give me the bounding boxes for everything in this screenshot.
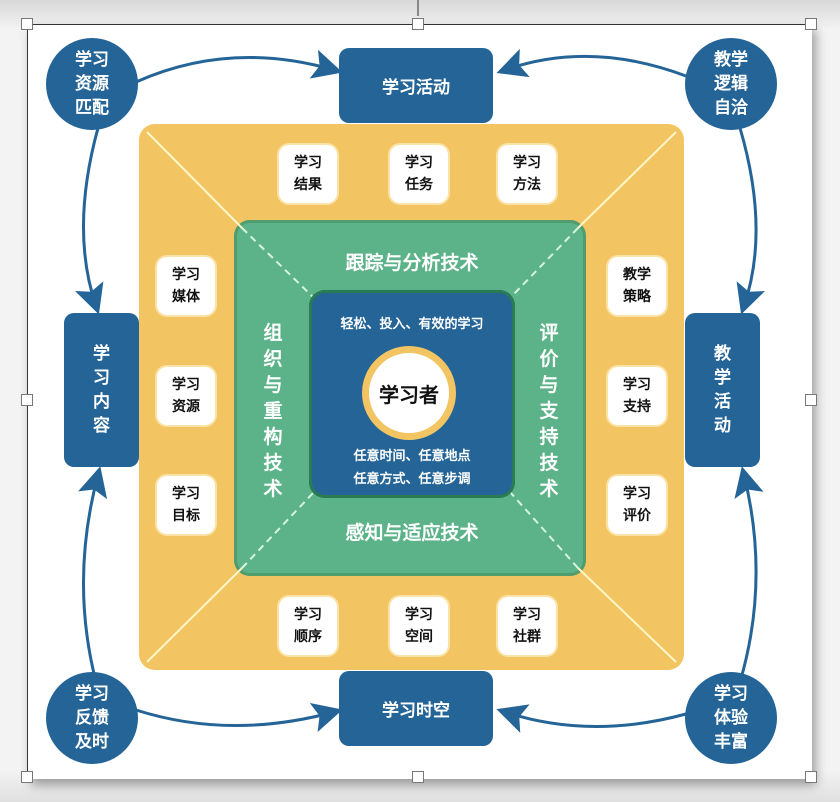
corner-teaching-logic: 教学逻辑自洽 [685,38,777,130]
card-learning-resources: 学习资源 [157,367,215,425]
learner-circle: 学习者 [362,346,456,440]
corner-timely-feedback: 学习反馈及时 [46,672,138,764]
tech-evaluation-support: 评价与支持技术 [539,322,559,500]
resize-handle-top-right[interactable] [805,18,817,30]
resize-handle-bottom-left[interactable] [21,771,33,783]
card-learning-task: 学习任务 [390,145,448,203]
resize-handle-top[interactable] [412,18,424,30]
card-learning-sequence: 学习顺序 [279,597,337,655]
corner-resource-matching: 学习资源匹配 [46,38,138,130]
node-teaching-activity: 教学活动 [685,313,760,467]
resize-handle-bottom[interactable] [412,771,424,783]
tech-tracking-analysis: 跟踪与分析技术 [345,252,479,274]
card-learning-method: 学习方法 [498,145,556,203]
tech-organization-restructure: 组织与重构技术 [263,322,283,500]
rotation-handle-line [417,0,419,16]
learner-label: 学习者 [379,382,439,407]
resize-handle-right[interactable] [805,394,817,406]
resize-handle-left[interactable] [21,394,33,406]
node-learning-time-space: 学习时空 [339,671,493,746]
card-learning-goal: 学习目标 [157,476,215,534]
node-learning-activity: 学习活动 [339,48,493,123]
card-learning-support: 学习支持 [608,367,666,425]
node-learning-content: 学习内容 [64,313,139,467]
resize-handle-bottom-right[interactable] [805,771,817,783]
card-learning-media: 学习媒体 [157,257,215,315]
card-learning-community: 学习社群 [498,597,556,655]
resize-handle-top-left[interactable] [21,18,33,30]
anytime-anywhere-text: 任意时间、任意地点 [353,449,471,464]
tech-sensing-adaptation: 感知与适应技术 [345,522,479,544]
corner-rich-experience: 学习体验丰富 [685,672,777,764]
learning-quality-text: 轻松、投入、有效的学习 [340,317,484,332]
card-learning-space: 学习空间 [390,597,448,655]
anyway-anypace-text: 任意方式、任意步调 [353,472,471,487]
card-learning-result: 学习结果 [279,145,337,203]
card-teaching-strategy: 教学策略 [608,257,666,315]
card-learning-evaluation: 学习评价 [608,476,666,534]
